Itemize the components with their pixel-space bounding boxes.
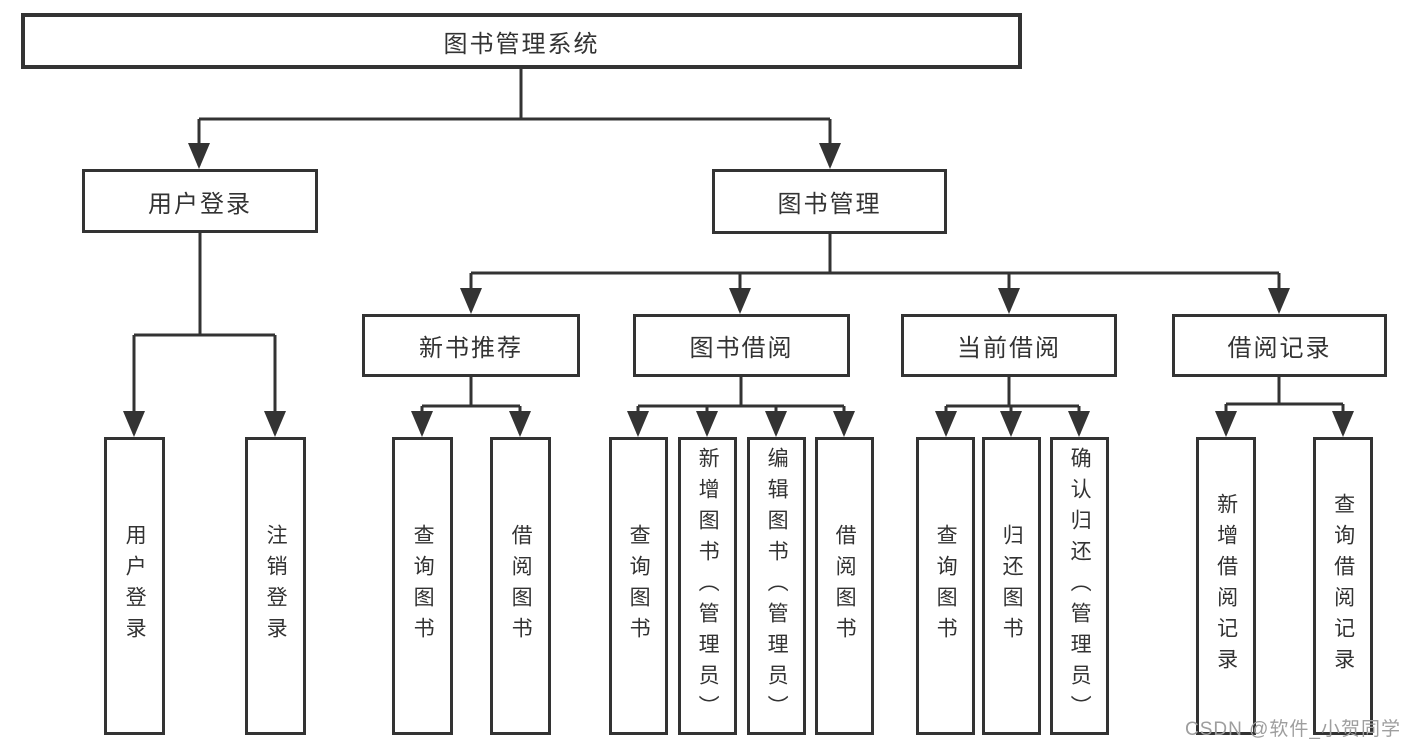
node-label: 查询借阅记录	[1331, 493, 1355, 679]
node-label: 编辑图书（管理员）	[765, 446, 789, 726]
node-label: 新增借阅记录	[1214, 493, 1238, 679]
node-label: 查询图书	[627, 524, 651, 648]
node-book-borrow: 图书借阅	[633, 314, 850, 377]
node-label: 归还图书	[1000, 524, 1024, 648]
leaf-return-book: 归还图书	[982, 437, 1041, 735]
node-label: 新书推荐	[419, 335, 523, 362]
leaf-query-books-recommend: 查询图书	[392, 437, 453, 735]
node-library-system: 图书管理系统	[21, 13, 1022, 69]
node-label: 用户登录	[148, 190, 252, 218]
node-current-borrow: 当前借阅	[901, 314, 1117, 377]
node-label: 图书管理系统	[443, 30, 600, 58]
leaf-borrow-books: 借阅图书	[815, 437, 874, 735]
node-label: 用户登录	[123, 524, 147, 648]
node-borrow-records: 借阅记录	[1172, 314, 1387, 377]
leaf-user-login: 用户登录	[104, 437, 165, 735]
node-label: 借阅记录	[1227, 335, 1332, 362]
node-label: 新增图书（管理员）	[696, 446, 720, 726]
node-label: 图书借阅	[689, 335, 794, 362]
leaf-query-borrow-record: 查询借阅记录	[1313, 437, 1373, 735]
leaf-edit-book-admin: 编辑图书（管理员）	[747, 437, 806, 735]
leaf-query-books-current: 查询图书	[916, 437, 975, 735]
node-label: 当前借阅	[957, 335, 1061, 362]
node-new-book-recommend: 新书推荐	[362, 314, 580, 377]
node-book-management: 图书管理	[712, 169, 947, 234]
node-label: 借阅图书	[509, 524, 533, 648]
node-label: 查询图书	[934, 524, 958, 648]
leaf-query-books-borrow: 查询图书	[609, 437, 668, 735]
node-label: 查询图书	[411, 524, 435, 648]
node-label: 注销登录	[264, 524, 288, 648]
node-user-login: 用户登录	[82, 169, 318, 233]
node-label: 确认归还（管理员）	[1068, 446, 1092, 726]
leaf-borrow-books-recommend: 借阅图书	[490, 437, 551, 735]
node-label: 图书管理	[777, 191, 882, 218]
leaf-confirm-return-admin: 确认归还（管理员）	[1050, 437, 1109, 735]
node-label: 借阅图书	[833, 524, 857, 648]
leaf-add-borrow-record: 新增借阅记录	[1196, 437, 1256, 735]
leaf-add-book-admin: 新增图书（管理员）	[678, 437, 737, 735]
leaf-logout: 注销登录	[245, 437, 306, 735]
csdn-watermark: CSDN @软件_小贺同学	[1185, 719, 1401, 740]
